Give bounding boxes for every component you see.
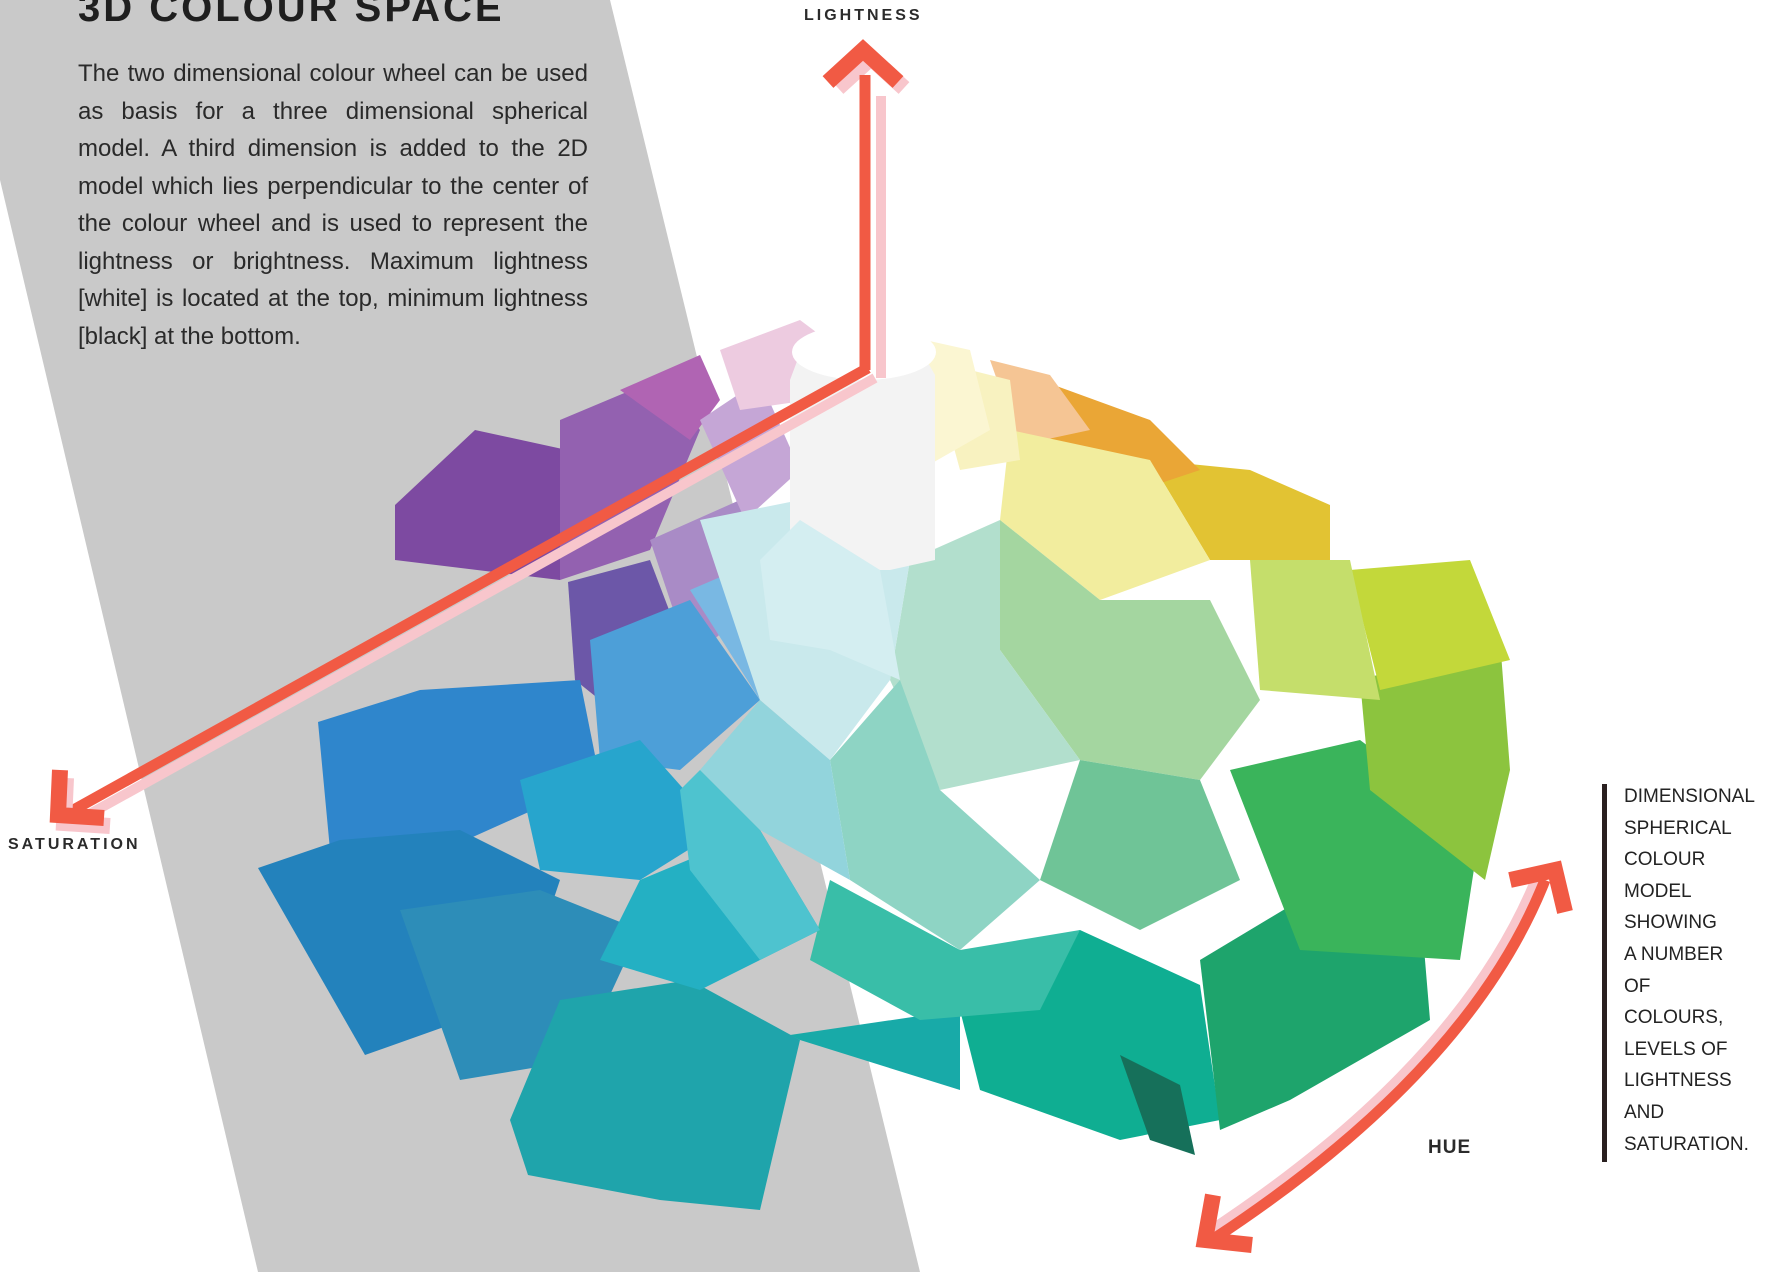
tier-aqua-light: [700, 700, 850, 880]
hue-axis-label: HUE: [1428, 1137, 1472, 1158]
lightness-arrow: [822, 39, 910, 378]
intro-paragraph: The two dimensional colour wheel can be …: [78, 60, 588, 350]
tier-sea: [1040, 760, 1240, 930]
petal-green-dark: [1120, 1055, 1195, 1155]
petal-magenta: [620, 355, 720, 440]
petal-lime-outer: [1360, 640, 1510, 880]
page-title: 3D COLOUR SPACE: [78, 0, 505, 30]
petal-green-outer: [1200, 900, 1430, 1130]
petal-purple-outer: [395, 430, 590, 580]
tier-teal-low: [810, 880, 1080, 1020]
saturation-axis-label: SATURATION: [8, 836, 141, 853]
petal-yellow-green: [1250, 560, 1380, 700]
tier-mint: [890, 520, 1080, 790]
tier-light-green: [1000, 520, 1260, 780]
tier-cyan-center: [680, 770, 820, 960]
hue-arrow: [1195, 860, 1573, 1253]
petal-teal-outer: [510, 980, 800, 1210]
caption-bar: [1602, 784, 1607, 1162]
saturation-arrow: [49, 363, 878, 834]
core-ice: [760, 520, 900, 680]
petal-chartreuse: [1350, 560, 1510, 690]
petal-cyan-low: [520, 740, 720, 880]
petal-cream: [1000, 430, 1210, 600]
petal-blue-mid: [590, 600, 760, 770]
lightness-axis-label: LIGHTNESS: [804, 7, 923, 24]
figure-caption: DIMENSIONAL SPHERICAL COLOUR MODEL SHOWI…: [1624, 786, 1755, 1155]
tier-aqua-mid: [830, 680, 1040, 950]
petal-teal-bottom: [790, 1010, 960, 1090]
colour-solid: [258, 320, 1510, 1210]
